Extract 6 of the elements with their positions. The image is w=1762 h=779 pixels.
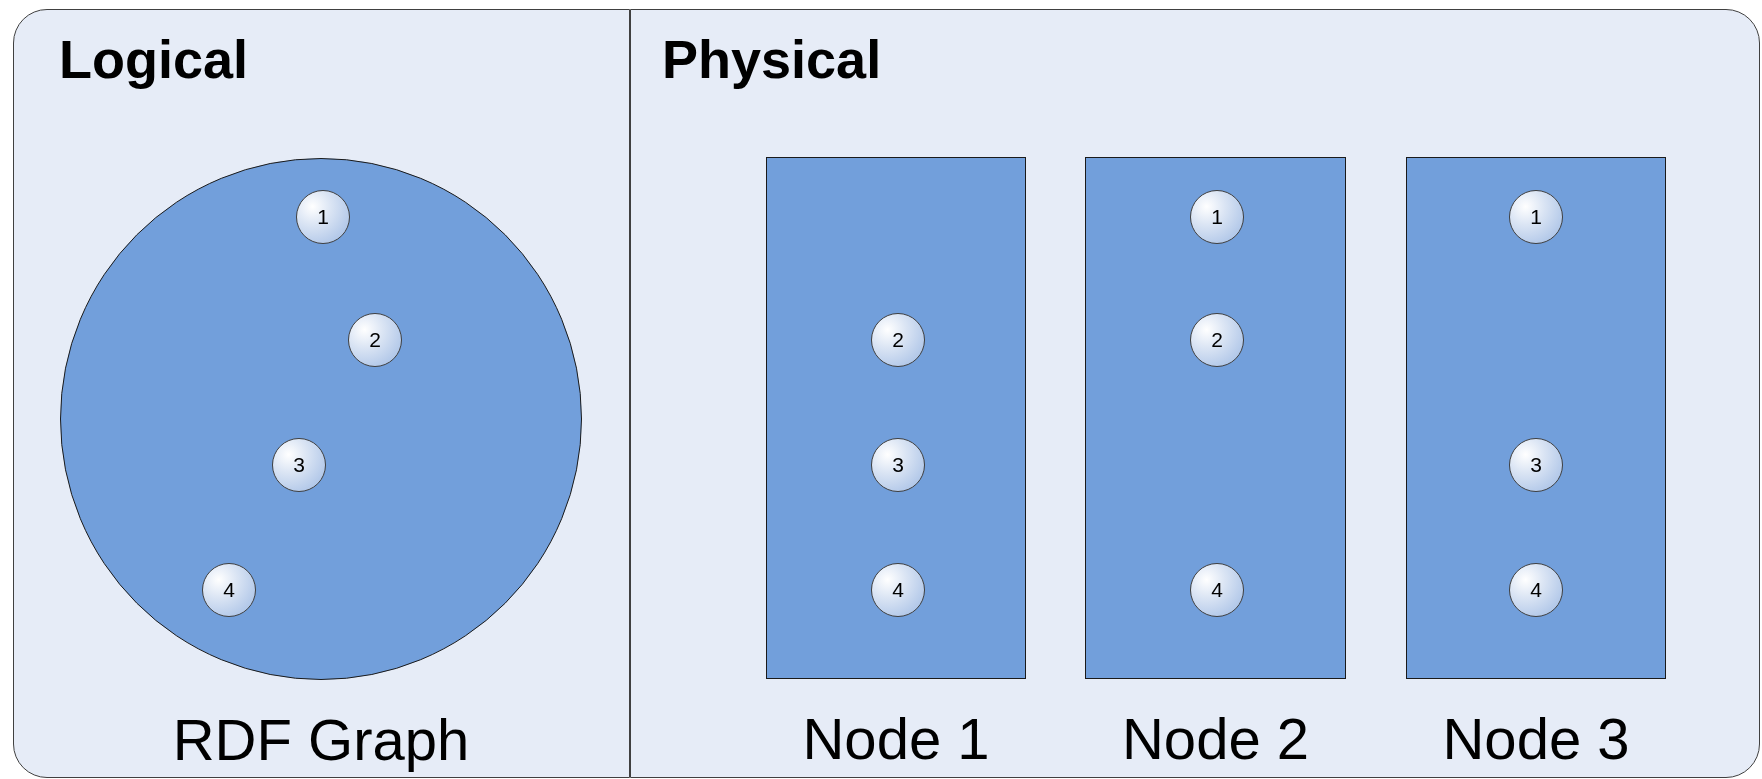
server-label: Node 3 <box>1441 707 1631 771</box>
panel <box>13 9 630 778</box>
graph-label: RDF Graph <box>171 708 471 772</box>
server-label: Node 2 <box>1121 707 1310 771</box>
panel <box>630 9 1760 778</box>
server-label: Node 1 <box>801 707 991 771</box>
